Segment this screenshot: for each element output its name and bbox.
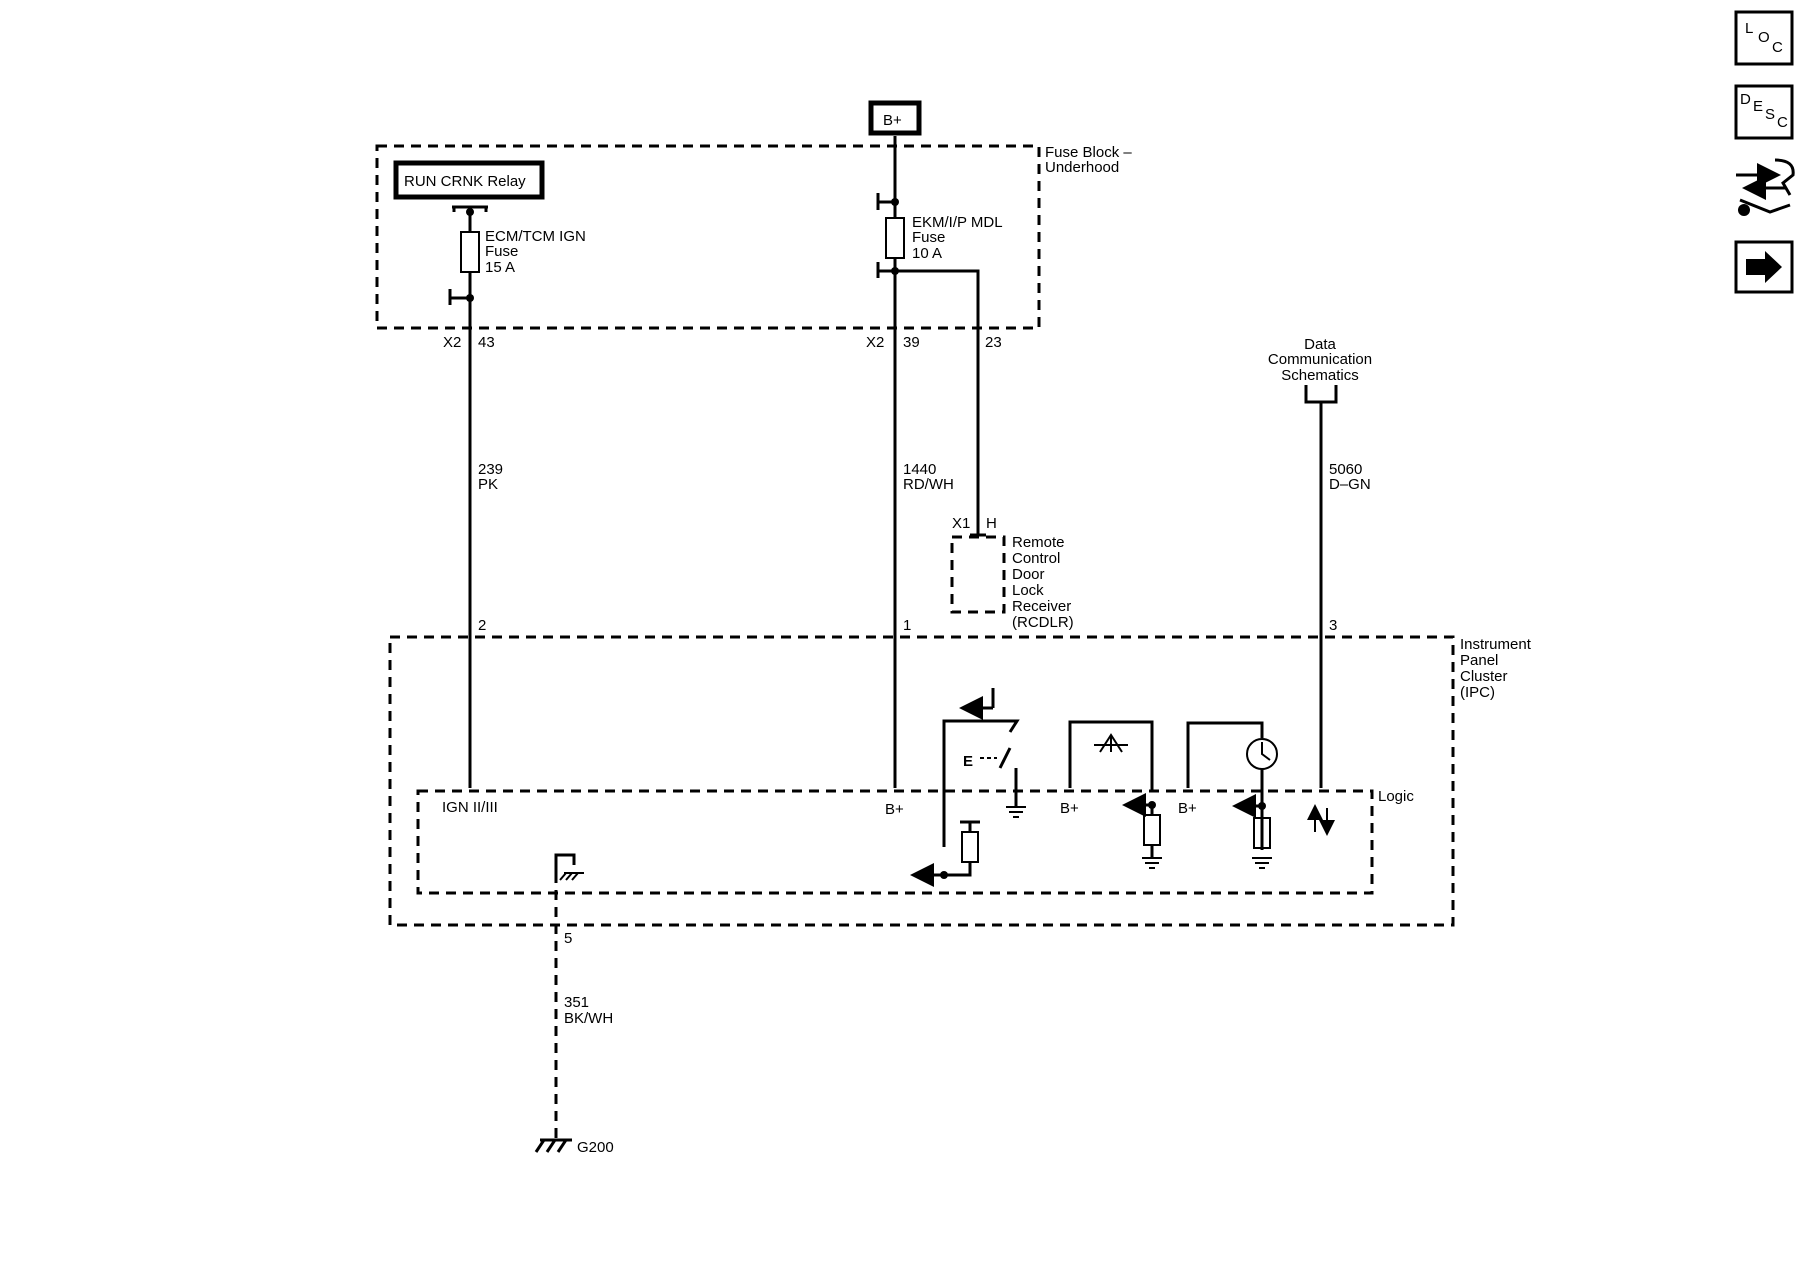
svg-text:Fuse: Fuse: [912, 229, 945, 246]
svg-text:10 A: 10 A: [912, 245, 942, 262]
next-button[interactable]: [1734, 240, 1794, 294]
ipc-label-4: (IPC): [1460, 684, 1495, 701]
wire-1440-circuit: 1440: [903, 461, 936, 478]
ground-g200-label: G200: [577, 1139, 614, 1156]
data-comm-connector: [1304, 385, 1338, 404]
svg-text:RUN CRNK Relay: RUN CRNK Relay: [404, 173, 526, 190]
bplus-label-2: B+: [1060, 800, 1079, 817]
fuse-block-boundary: [375, 144, 1041, 330]
fuse-block-label-2: Underhood: [1045, 159, 1119, 176]
door-switch-circuit: E: [910, 688, 1026, 887]
svg-text:ECM/TCM IGN: ECM/TCM IGN: [485, 228, 586, 245]
ipc-pin-5: 5: [564, 930, 572, 947]
data-comm-label-1: Data: [1304, 336, 1336, 353]
svg-text:C: C: [1777, 114, 1788, 131]
pin-43: 43: [478, 334, 495, 351]
rcdlr-conn: X1: [952, 515, 970, 532]
rcdlr-label-4: Lock: [1012, 582, 1044, 599]
pin-23: 23: [985, 334, 1002, 351]
svg-text:S: S: [1765, 106, 1775, 123]
b-plus-source: B+: [868, 100, 922, 136]
data-comm-label-2: Communication: [1268, 351, 1372, 368]
wire-5060-color: D–GN: [1329, 476, 1371, 493]
ipc-label-1: Instrument: [1460, 636, 1532, 653]
svg-text:D: D: [1740, 91, 1751, 108]
svg-text:E: E: [1753, 98, 1763, 115]
security-indicator-circuit: [1068, 720, 1162, 869]
wire-1440-color: RD/WH: [903, 476, 954, 493]
run-crnk-relay: RUN CRNK Relay: [393, 160, 545, 200]
svg-text:Fuse: Fuse: [485, 243, 518, 260]
ipc-boundary: [388, 635, 1455, 927]
bplus-label-3: B+: [1178, 800, 1197, 817]
clock-indicator-circuit: [1186, 721, 1278, 869]
fuse-block-label: Fuse Block –: [1045, 144, 1132, 161]
rcdlr-label-5: Receiver: [1012, 598, 1071, 615]
data-bidirectional-icon: [1307, 804, 1335, 836]
wire-239-circuit: 239: [478, 461, 503, 478]
right-arrow-icon: [1746, 251, 1782, 283]
wire-5060-circuit: 5060: [1329, 461, 1362, 478]
fuse-ekm-ip-mdl: EKM/I/P MDL Fuse 10 A: [876, 136, 1003, 310]
ipc-pin-3: 3: [1329, 617, 1337, 634]
rcdlr-label-2: Control: [1012, 550, 1060, 567]
rcdlr-label-1: Remote: [1012, 534, 1065, 551]
data-comm-label-3: Schematics: [1281, 367, 1359, 384]
pin-39: 39: [903, 334, 920, 351]
svg-text:B+: B+: [883, 112, 902, 129]
chassis-ground-icon: [534, 1138, 572, 1153]
fuse-ecm-tcm-ign: ECM/TCM IGN Fuse 15 A: [448, 205, 586, 305]
svg-text:C: C: [1772, 39, 1783, 56]
ign-label: IGN II/III: [442, 799, 498, 816]
wire-351-color: BK/WH: [564, 1010, 613, 1027]
svg-text:E: E: [963, 753, 973, 770]
pin-x2-39-conn: X2: [866, 334, 884, 351]
rcdlr-label-6: (RCDLR): [1012, 614, 1074, 631]
logic-label: Logic: [1378, 788, 1414, 805]
ground-circuit: [554, 853, 584, 1140]
svg-text:15 A: 15 A: [485, 259, 515, 276]
desc-button[interactable]: D E S C: [1734, 84, 1794, 140]
svg-text:L: L: [1745, 20, 1753, 37]
ipc-pin-1: 1: [903, 617, 911, 634]
wire-239-color: PK: [478, 476, 498, 493]
ipc-label-2: Panel: [1460, 652, 1498, 669]
rcdlr-label-3: Door: [1012, 566, 1045, 583]
svg-text:O: O: [1758, 29, 1770, 46]
rcdlr-boundary: [950, 535, 1006, 614]
bplus-label-1: B+: [885, 801, 904, 818]
svg-text:EKM/I/P MDL: EKM/I/P MDL: [912, 214, 1003, 231]
connector-wrench-icon[interactable]: [1736, 158, 1795, 216]
ipc-pin-2: 2: [478, 617, 486, 634]
logic-boundary: [416, 789, 1374, 895]
ipc-label-3: Cluster: [1460, 668, 1508, 685]
pin-x2-43-conn: X2: [443, 334, 461, 351]
rcdlr-pin: H: [986, 515, 997, 532]
wire-351-circuit: 351: [564, 994, 589, 1011]
loc-button[interactable]: L O C: [1734, 10, 1794, 66]
